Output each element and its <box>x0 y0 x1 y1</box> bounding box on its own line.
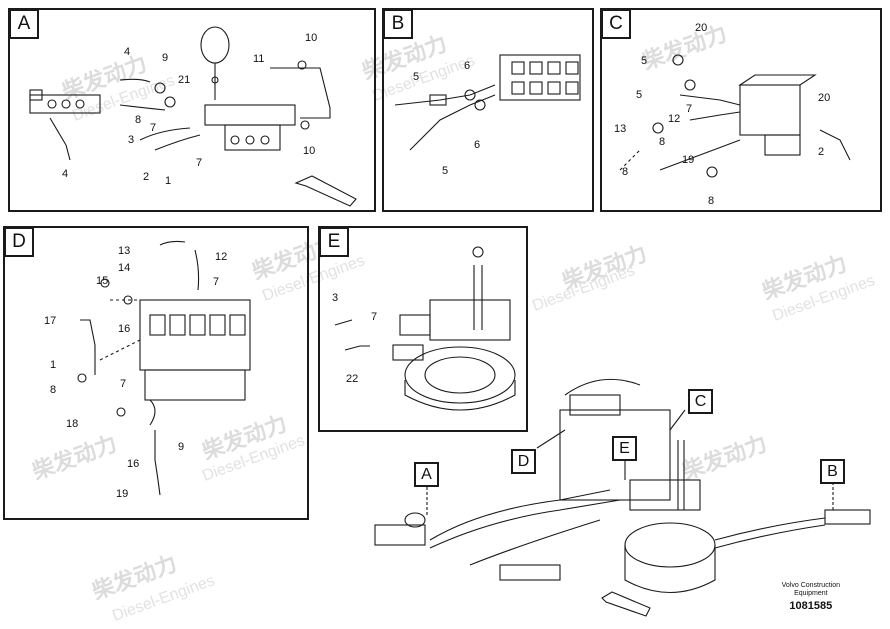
panel-c: C <box>600 8 882 212</box>
part-number: 10 <box>303 145 316 157</box>
overview-callout-a: A <box>414 462 439 487</box>
manifold-a-left <box>29 94 101 114</box>
overview-valve-block <box>824 509 871 525</box>
part-number: 3 <box>128 134 135 146</box>
overview-callout-c: C <box>688 389 713 414</box>
part-number: 9 <box>178 441 185 453</box>
hook <box>472 246 484 258</box>
part-number: 7 <box>120 378 127 390</box>
panel-d: D <box>3 226 309 520</box>
part-number: 7 <box>150 122 157 134</box>
swing-gearbox <box>404 346 516 404</box>
panel-d-label: D <box>4 227 34 257</box>
part-number: 8 <box>135 114 142 126</box>
part-number: 9 <box>162 52 169 64</box>
part-number: 7 <box>213 276 220 288</box>
part-number: 7 <box>371 311 378 323</box>
direction-arrow-a <box>294 175 357 207</box>
overview-callout-b: B <box>820 459 845 484</box>
part-number: 4 <box>62 168 69 180</box>
drawing-number: 1081585 <box>789 600 833 612</box>
part-number: 3 <box>332 292 339 304</box>
part-number: 14 <box>118 262 131 274</box>
panel-b-label: B <box>383 9 413 39</box>
part-number: 22 <box>346 373 359 385</box>
overview-callout-d: D <box>511 449 536 474</box>
part-number: 20 <box>818 92 831 104</box>
panel-b: B <box>382 8 594 212</box>
part-number: 10 <box>305 32 318 44</box>
part-number: 5 <box>442 165 449 177</box>
valve-block-b <box>499 54 581 101</box>
panel-e: E <box>318 226 528 432</box>
direction-arrow-overview <box>601 591 651 617</box>
overview-callout-e: E <box>612 436 637 461</box>
panel-e-label: E <box>319 227 349 257</box>
part-number: 8 <box>659 136 666 148</box>
part-number: 6 <box>474 139 481 151</box>
part-number: 1 <box>165 175 172 187</box>
part-number: 7 <box>686 103 693 115</box>
part-number: 6 <box>464 60 471 72</box>
part-number: 1 <box>50 359 57 371</box>
part-number: 5 <box>636 89 643 101</box>
panel-c-label: C <box>601 9 631 39</box>
part-number: 16 <box>118 323 131 335</box>
part-number: 7 <box>196 157 203 169</box>
part-number: 2 <box>818 146 825 158</box>
part-number: 19 <box>682 154 695 166</box>
accumulator <box>200 26 230 64</box>
panel-a: A <box>8 8 376 212</box>
part-number: 4 <box>124 46 131 58</box>
overview-swing-motor <box>629 479 701 511</box>
overview-control-valve <box>559 409 671 501</box>
part-number: 20 <box>695 22 708 34</box>
part-number: 12 <box>668 113 681 125</box>
part-number: 8 <box>708 195 715 207</box>
panel-a-label: A <box>9 9 39 39</box>
part-number: 21 <box>178 74 191 86</box>
part-number: 17 <box>44 315 57 327</box>
valve-block-c <box>739 84 801 136</box>
part-number: 13 <box>614 123 627 135</box>
part-number: 8 <box>622 166 629 178</box>
part-number: 13 <box>118 245 131 257</box>
footer-block: Volvo Construction Equipment 1081585 <box>782 582 840 614</box>
manifold-a-main <box>204 104 296 126</box>
swing-motor <box>429 299 511 341</box>
part-number: 11 <box>253 53 265 65</box>
overview-manifold <box>374 524 426 546</box>
part-number: 16 <box>127 458 140 470</box>
part-number: 19 <box>116 488 129 500</box>
part-number: 18 <box>66 418 79 430</box>
footer-company: Volvo Construction <box>781 582 840 589</box>
part-number: 12 <box>215 251 228 263</box>
footer-company-2: Equipment <box>794 590 828 597</box>
part-number: 5 <box>413 71 420 83</box>
part-number: 5 <box>641 55 648 67</box>
part-number: 15 <box>96 275 109 287</box>
part-number: 2 <box>143 171 150 183</box>
part-number: 8 <box>50 384 57 396</box>
